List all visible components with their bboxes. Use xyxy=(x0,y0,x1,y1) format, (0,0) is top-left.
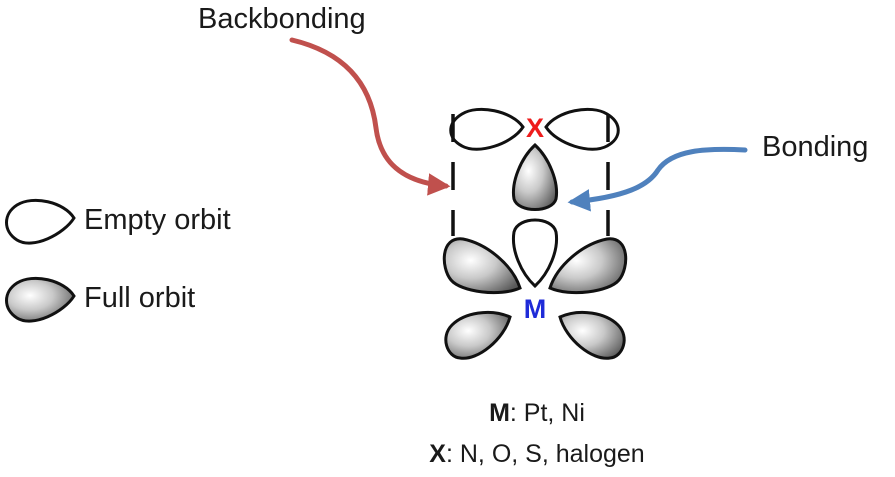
m-upper-right-full-lobe xyxy=(548,237,628,295)
x-right-empty-lobe xyxy=(544,107,620,151)
caption-line-1-key: M xyxy=(489,399,510,427)
m-lower-right-full-lobe xyxy=(558,310,626,360)
caption-line-2: X: N, O, S, halogen xyxy=(429,440,644,468)
m-empty-lobe xyxy=(511,218,559,289)
orbital-system: X M xyxy=(442,107,628,360)
legend: Empty orbit Full orbit xyxy=(5,198,231,323)
atom-m-symbol: M xyxy=(524,294,547,324)
caption-line-1-value: : Pt, Ni xyxy=(510,399,585,427)
full-orbit-label: Full orbit xyxy=(84,282,195,314)
x-left-empty-lobe xyxy=(449,107,525,151)
bonding-arrow xyxy=(567,146,748,212)
caption: M: Pt, Ni X: N, O, S, halogen xyxy=(429,399,644,468)
caption-line-2-key: X xyxy=(429,440,446,468)
caption-line-1: M: Pt, Ni xyxy=(489,399,585,427)
empty-orbital-icon xyxy=(5,198,76,245)
backbonding-label: Backbonding xyxy=(198,3,366,35)
backbonding-arrow xyxy=(289,37,451,196)
atom-x-symbol: X xyxy=(526,113,544,143)
m-lower-left-full-lobe xyxy=(444,310,512,360)
empty-orbit-label: Empty orbit xyxy=(84,204,231,236)
x-full-lobe xyxy=(511,142,559,211)
m-upper-left-full-lobe xyxy=(442,237,522,295)
full-orbital-icon xyxy=(5,276,76,323)
bonding-label: Bonding xyxy=(762,131,868,163)
caption-line-2-value: : N, O, S, halogen xyxy=(446,440,645,468)
